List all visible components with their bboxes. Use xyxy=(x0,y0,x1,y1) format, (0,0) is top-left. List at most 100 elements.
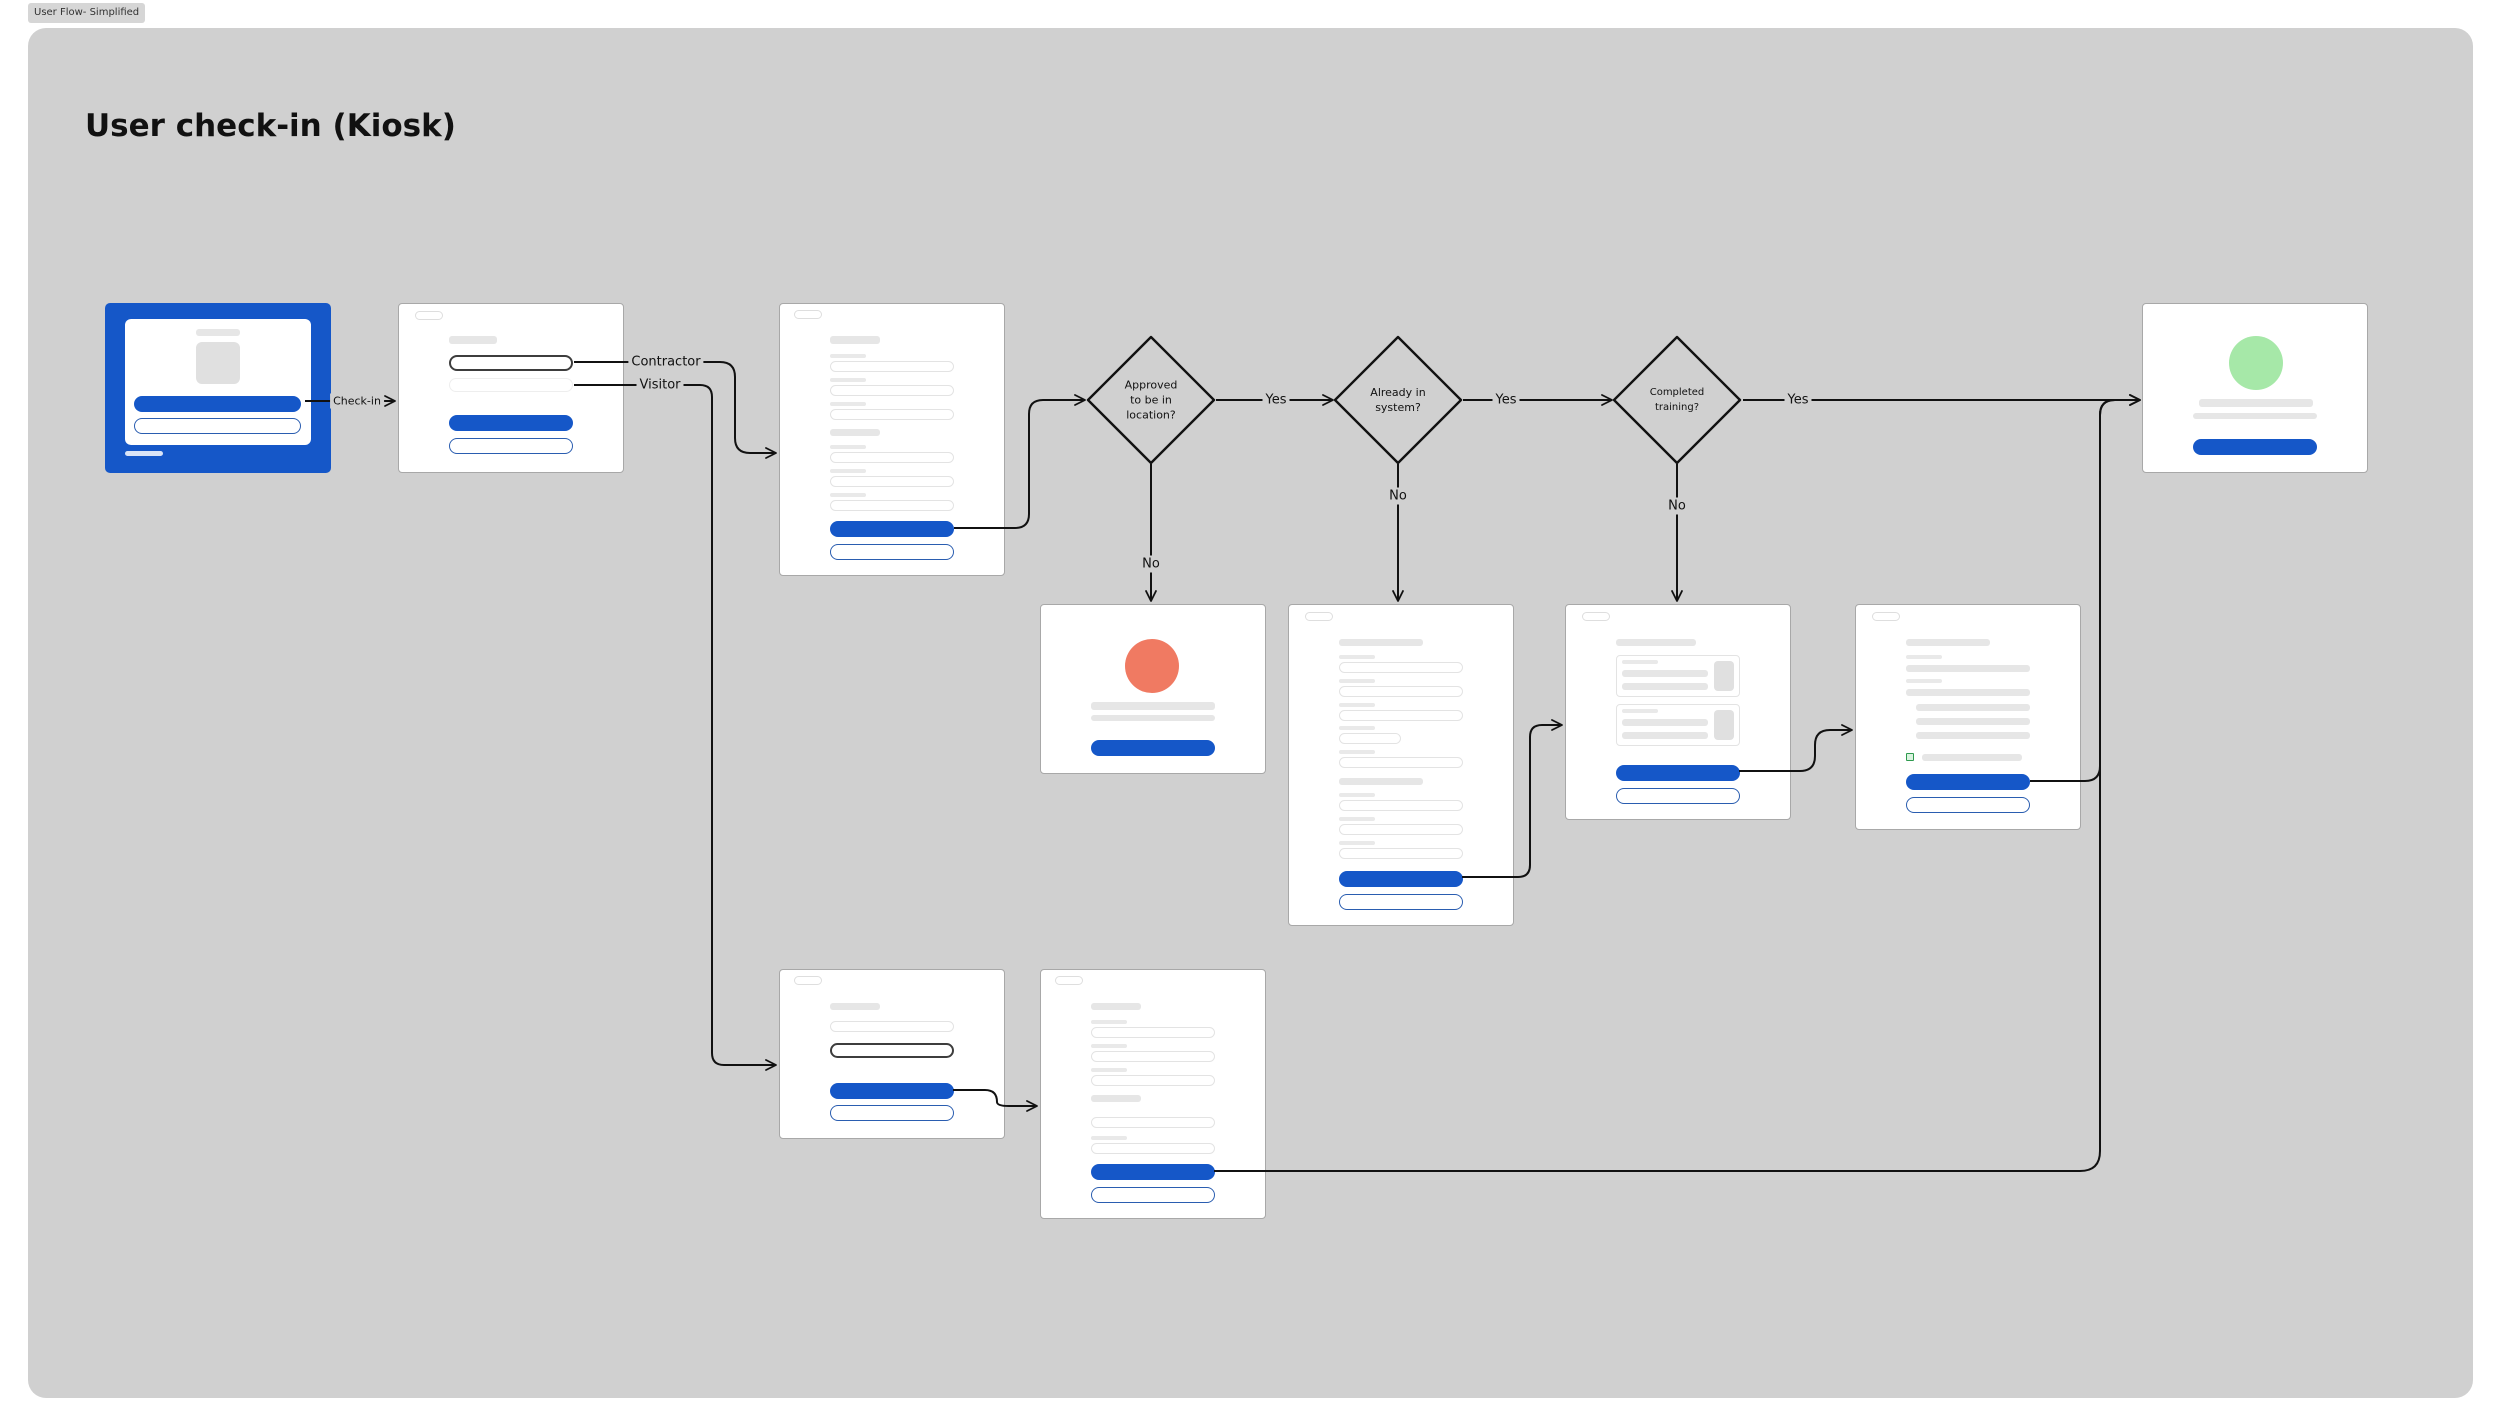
text-field[interactable] xyxy=(1091,1027,1215,1038)
field-label xyxy=(1339,703,1375,707)
back-tab[interactable] xyxy=(1055,976,1083,985)
field-label xyxy=(830,469,866,473)
connector-details-to-success xyxy=(1214,394,2141,1172)
heading-placeholder xyxy=(1616,639,1696,646)
card-text xyxy=(1622,719,1708,726)
secondary-button[interactable] xyxy=(134,418,301,434)
text-field[interactable] xyxy=(830,409,954,420)
continue-button[interactable] xyxy=(449,415,573,431)
done-button[interactable] xyxy=(1091,740,1215,756)
section-heading xyxy=(1091,1095,1141,1102)
agreement-text xyxy=(1922,754,2022,761)
text-field[interactable] xyxy=(830,385,954,396)
registration-form-screen[interactable] xyxy=(1288,604,1514,926)
text-line xyxy=(1906,679,1942,683)
field-label xyxy=(830,354,866,358)
access-denied-screen[interactable] xyxy=(1040,604,1266,774)
check-in-success-screen[interactable] xyxy=(2142,303,2368,473)
cancel-button[interactable] xyxy=(1339,894,1463,910)
card-text xyxy=(1622,732,1708,739)
checkbox-icon[interactable] xyxy=(1906,753,1914,761)
contractor-option[interactable] xyxy=(449,355,573,371)
kiosk-start-screen[interactable] xyxy=(105,303,331,473)
card-label xyxy=(1622,660,1658,664)
submit-button[interactable] xyxy=(1091,1164,1215,1180)
page-title: User check-in (Kiosk) xyxy=(85,108,456,144)
field-label xyxy=(1091,1044,1127,1048)
frame-name-tag[interactable]: User Flow- Simplified xyxy=(28,3,146,23)
continue-button[interactable] xyxy=(1616,765,1740,781)
form-heading xyxy=(830,1003,880,1010)
visitor-type-screen[interactable] xyxy=(398,303,624,473)
card-text xyxy=(1622,670,1708,677)
cancel-button[interactable] xyxy=(1906,797,2030,813)
text-field[interactable] xyxy=(830,361,954,372)
cancel-button[interactable] xyxy=(1616,788,1740,804)
connector-registration-to-training xyxy=(1462,719,1563,878)
submit-button[interactable] xyxy=(830,521,954,537)
short-field[interactable] xyxy=(1339,733,1401,744)
visitor-option[interactable] xyxy=(449,378,573,392)
back-tab[interactable] xyxy=(1872,612,1900,621)
contractor-form-screen[interactable] xyxy=(779,303,1005,576)
field-label xyxy=(1339,726,1375,730)
text-line xyxy=(1906,665,2030,672)
selected-field[interactable] xyxy=(830,1043,954,1058)
label-system-no: No xyxy=(1386,487,1410,505)
back-tab[interactable] xyxy=(1305,612,1333,621)
card-label xyxy=(1622,709,1658,713)
cancel-button[interactable] xyxy=(830,544,954,560)
label-contractor: Contractor xyxy=(628,353,704,371)
text-line xyxy=(1906,689,2030,696)
text-field[interactable] xyxy=(1339,800,1463,811)
text-field[interactable] xyxy=(1091,1075,1215,1086)
cancel-button[interactable] xyxy=(449,438,573,454)
field-label xyxy=(1339,793,1375,797)
connector-form-to-approved xyxy=(954,394,1086,529)
text-field[interactable] xyxy=(1091,1143,1215,1154)
submit-button[interactable] xyxy=(1339,871,1463,887)
text-line xyxy=(1906,655,1942,659)
cancel-button[interactable] xyxy=(1091,1187,1215,1203)
text-line xyxy=(1916,718,2030,725)
text-field[interactable] xyxy=(1339,662,1463,673)
field-label xyxy=(830,378,866,382)
field-label xyxy=(1091,1136,1127,1140)
visitor-details-screen[interactable] xyxy=(1040,969,1266,1219)
connector-training-to-agreement xyxy=(1739,724,1853,772)
text-field[interactable] xyxy=(1339,710,1463,721)
text-field[interactable] xyxy=(830,452,954,463)
field-label xyxy=(1339,841,1375,845)
text-field[interactable] xyxy=(830,476,954,487)
visitor-form-screen[interactable] xyxy=(779,969,1005,1139)
field-label xyxy=(1339,750,1375,754)
back-tab[interactable] xyxy=(794,310,822,319)
continue-button[interactable] xyxy=(830,1083,954,1099)
card-text xyxy=(1622,683,1708,690)
text-field[interactable] xyxy=(1339,824,1463,835)
label-approved-yes: Yes xyxy=(1262,391,1290,409)
back-tab[interactable] xyxy=(794,976,822,985)
label-training-no: No xyxy=(1665,497,1689,515)
training-screen[interactable] xyxy=(1565,604,1791,820)
label-check-in: Check-in xyxy=(330,393,384,409)
text-field[interactable] xyxy=(830,1021,954,1032)
section-heading xyxy=(830,429,880,436)
text-field[interactable] xyxy=(1091,1051,1215,1062)
message-line xyxy=(1091,702,1215,710)
connector-visitor-to-details xyxy=(953,1089,1038,1112)
done-button[interactable] xyxy=(2193,439,2317,455)
back-tab[interactable] xyxy=(415,311,443,320)
cancel-button[interactable] xyxy=(830,1105,954,1121)
back-tab[interactable] xyxy=(1582,612,1610,621)
logo-placeholder xyxy=(196,329,240,336)
text-field[interactable] xyxy=(1339,686,1463,697)
text-field[interactable] xyxy=(1339,757,1463,768)
check-in-button[interactable] xyxy=(134,396,301,412)
agreement-screen[interactable] xyxy=(1855,604,2081,830)
message-line xyxy=(2199,399,2313,407)
text-field[interactable] xyxy=(1091,1117,1215,1128)
agree-button[interactable] xyxy=(1906,774,2030,790)
text-field[interactable] xyxy=(1339,848,1463,859)
text-field[interactable] xyxy=(830,500,954,511)
